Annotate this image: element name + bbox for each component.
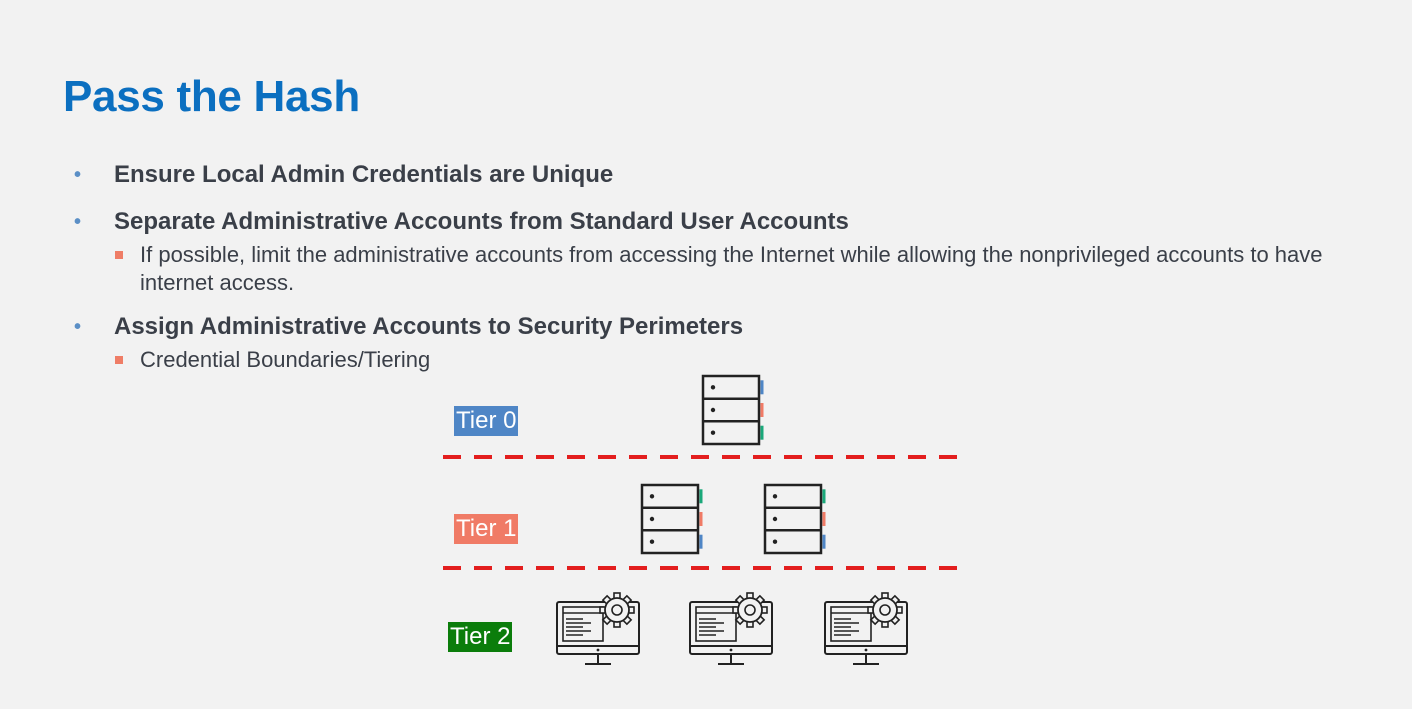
workstation-gear-icon — [689, 592, 773, 665]
bullet-square-icon — [115, 356, 123, 364]
bullet-dot-icon: • — [74, 211, 82, 233]
workstation-gear-icon — [824, 592, 908, 665]
bullet-square-icon — [115, 251, 123, 259]
bullet-list: • Ensure Local Admin Credentials are Uni… — [72, 158, 1372, 374]
tier-1-label: Tier 1 — [454, 514, 519, 544]
server-icon — [640, 483, 703, 555]
tier-0-label: Tier 0 — [454, 406, 519, 436]
bullet-item: • Separate Administrative Accounts from … — [72, 205, 1372, 239]
bullet-dot-icon: • — [74, 316, 82, 338]
tier-2-label: Tier 2 — [448, 622, 513, 652]
slide-title: Pass the Hash — [63, 72, 360, 121]
sub-bullet-text: Credential Boundaries/Tiering — [140, 347, 431, 372]
bullet-text: Assign Administrative Accounts to Securi… — [114, 313, 744, 340]
bullet-text: Separate Administrative Accounts from St… — [114, 208, 849, 235]
bullet-item: • Assign Administrative Accounts to Secu… — [72, 310, 1372, 344]
bullet-text: Ensure Local Admin Credentials are Uniqu… — [114, 161, 614, 188]
sub-bullet-item: Credential Boundaries/Tiering — [72, 346, 1372, 374]
server-icon — [701, 374, 764, 446]
sub-bullet-item: If possible, limit the administrative ac… — [72, 241, 1372, 297]
bullet-item: • Ensure Local Admin Credentials are Uni… — [72, 158, 1372, 192]
workstation-gear-icon — [556, 592, 640, 665]
sub-bullet-text: If possible, limit the administrative ac… — [140, 242, 1323, 295]
server-icon — [763, 483, 826, 555]
bullet-dot-icon: • — [74, 164, 82, 186]
